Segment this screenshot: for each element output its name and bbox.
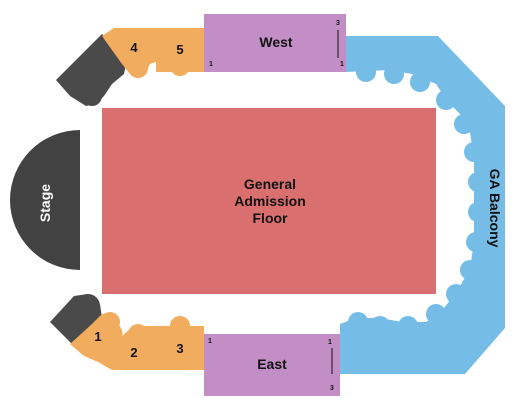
balcony-bump — [384, 64, 404, 84]
section-west[interactable]: West 1 3 1 — [204, 14, 346, 72]
floor-label-line3: Floor — [253, 210, 289, 226]
stage-label: Stage — [37, 184, 53, 222]
section-4[interactable]: 4 — [102, 28, 156, 78]
section-2[interactable]: 2 — [98, 324, 156, 370]
west-row-bottom: 1 — [340, 61, 344, 68]
east-shape — [204, 334, 340, 396]
east-row-left: 1 — [208, 338, 212, 345]
upper-wing-bump — [82, 86, 102, 106]
section-1-bump — [100, 312, 120, 332]
upper-wing-shape — [56, 34, 126, 106]
section-1[interactable]: 1 — [70, 312, 124, 362]
balcony-bump — [348, 312, 368, 332]
balcony-bump — [460, 260, 480, 280]
stage[interactable]: Stage — [10, 130, 80, 270]
section-3[interactable]: 3 — [156, 316, 204, 370]
section-4-bump — [128, 58, 148, 78]
balcony-bump — [370, 316, 390, 336]
west-row-left: 1 — [209, 61, 213, 68]
section-2-bump — [128, 324, 148, 344]
balcony-bump — [426, 304, 446, 324]
balcony-bump — [468, 202, 488, 222]
section-5-bump — [170, 56, 190, 76]
section-1-label: 1 — [94, 329, 101, 344]
west-row-top: 3 — [336, 20, 340, 27]
balcony-bump — [464, 142, 484, 162]
floor-label-line1: General — [244, 176, 296, 192]
balcony-bump — [356, 62, 376, 82]
section-east[interactable]: East 1 1 3 — [204, 334, 340, 396]
upper-stage-wing[interactable] — [56, 34, 126, 106]
east-row-bottom: 3 — [330, 385, 334, 392]
section-5[interactable]: 5 — [156, 28, 204, 76]
section-5-label: 5 — [176, 42, 183, 57]
section-3-label: 3 — [176, 341, 183, 356]
balcony-bump — [454, 114, 474, 134]
west-label: West — [259, 34, 293, 50]
balcony-bump — [466, 232, 486, 252]
stage-shape — [10, 130, 80, 270]
balcony-label: GA Balcony — [487, 169, 503, 248]
balcony-bump — [468, 172, 488, 192]
section-4-label: 4 — [130, 40, 138, 55]
floor-shape — [102, 108, 436, 294]
balcony-bump — [410, 72, 430, 92]
balcony-bump — [446, 284, 466, 304]
east-label: East — [257, 356, 287, 372]
balcony-bump — [398, 316, 418, 336]
section-general-admission[interactable]: General Admission Floor — [102, 108, 436, 294]
section-3-bump — [170, 316, 190, 336]
floor-label-line2: Admission — [234, 193, 306, 209]
lower-wing-bump — [76, 294, 100, 318]
section-2-label: 2 — [130, 345, 137, 360]
balcony-bump — [436, 90, 456, 110]
west-shape — [204, 14, 346, 72]
section-ga-balcony[interactable]: GA Balcony — [340, 36, 505, 374]
east-row-top: 1 — [328, 339, 332, 346]
